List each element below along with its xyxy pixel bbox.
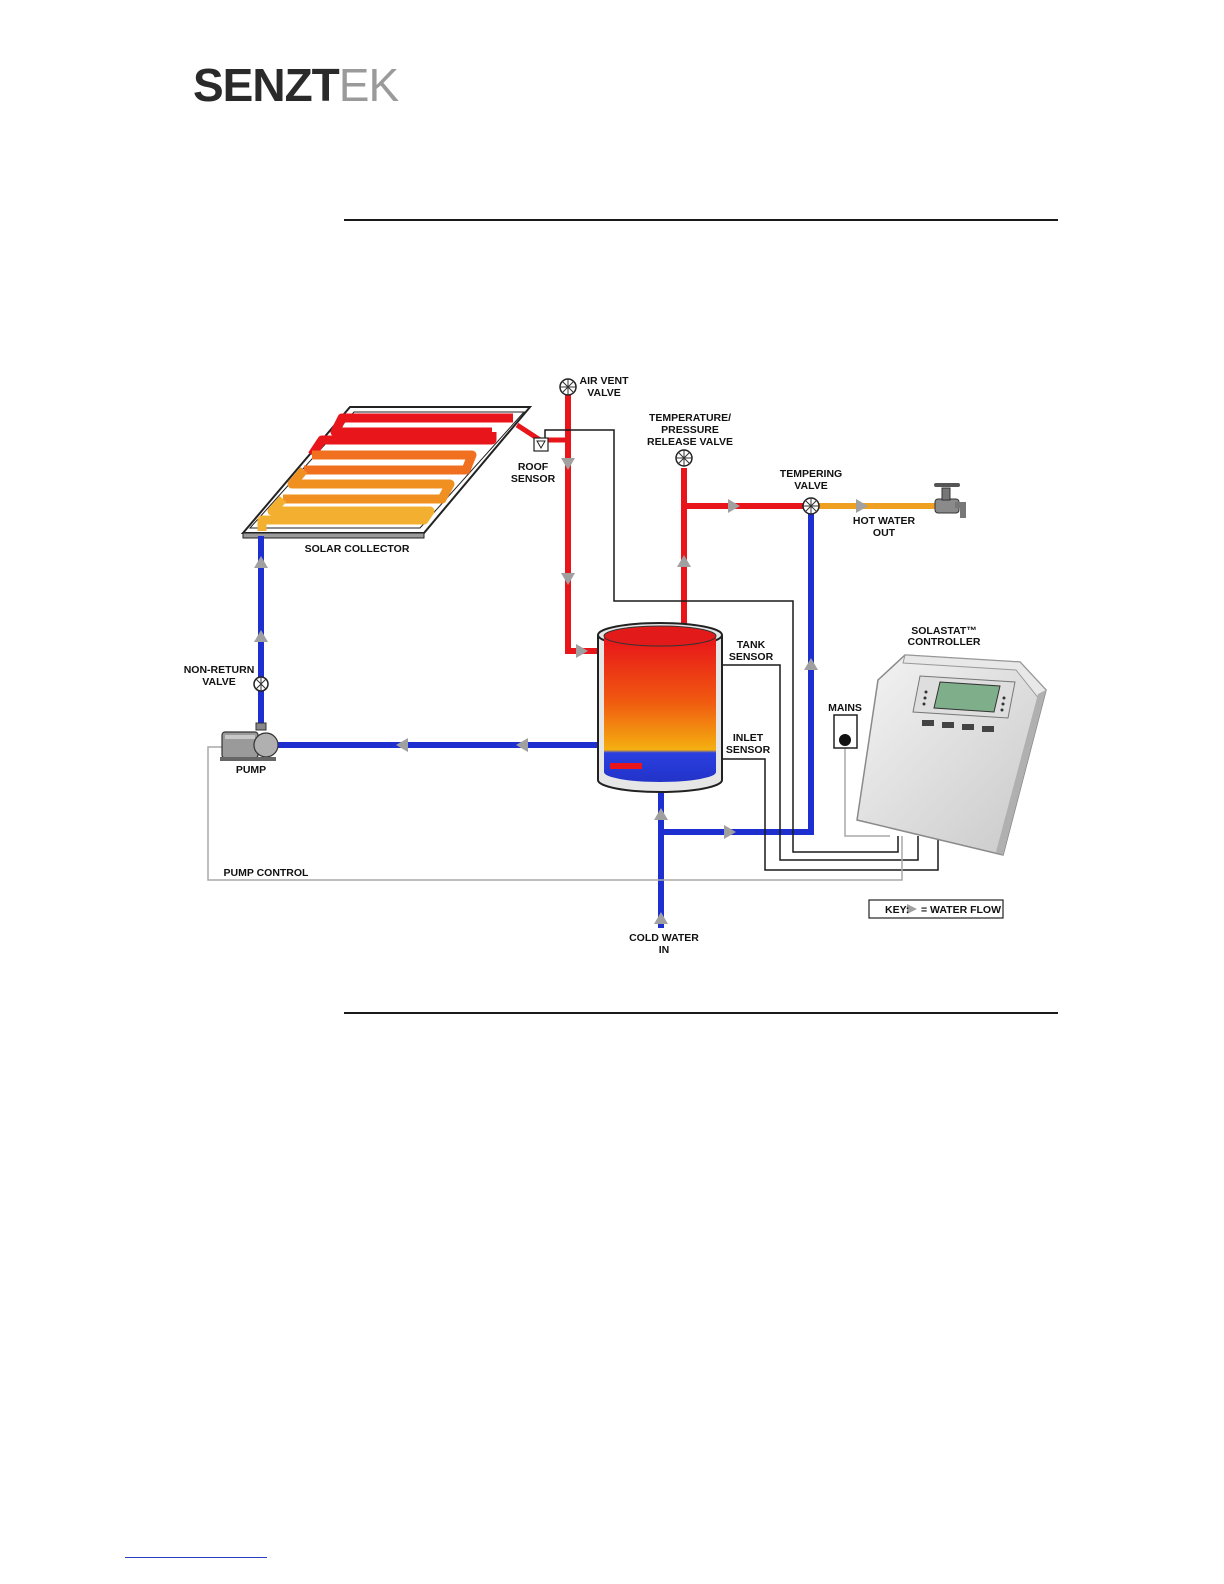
- flow-arrow: [254, 630, 268, 642]
- non-return-valve-symbol: [254, 677, 268, 691]
- flow-arrow: [724, 825, 736, 839]
- flow-arrow: [654, 808, 668, 820]
- label-cold-water-in: IN: [659, 944, 670, 956]
- hot-water-tap-icon: [935, 485, 963, 518]
- flow-arrow: [856, 499, 868, 513]
- label-non-return-valve: VALVE: [202, 676, 235, 688]
- hot-pipe-down-to-tank: [568, 395, 600, 651]
- footer-link-underline[interactable]: [125, 1557, 267, 1558]
- hot-water-tank: [598, 623, 722, 792]
- label-hot-water-out: HOT WATER: [853, 515, 916, 527]
- label-air-vent-valve: AIR VENT: [579, 375, 629, 387]
- pump-symbol: [220, 723, 278, 761]
- legend-key-suffix: = WATER FLOW: [921, 904, 1001, 916]
- solar-collector: [243, 407, 530, 538]
- label-pump-control: PUMP CONTROL: [224, 867, 310, 879]
- label-pressure-valve: RELEASE VALVE: [647, 436, 733, 448]
- flow-arrow: [728, 499, 740, 513]
- label-air-vent-valve: VALVE: [587, 387, 620, 399]
- flow-arrow: [576, 644, 588, 658]
- label-controller: CONTROLLER: [908, 636, 981, 648]
- flow-arrow: [654, 912, 668, 924]
- solastat-controller-device: [857, 655, 1046, 855]
- flow-arrow: [804, 658, 818, 670]
- label-pump: PUMP: [236, 764, 266, 776]
- label-pressure-valve: PRESSURE: [661, 424, 719, 436]
- pressure-release-valve-symbol: [676, 450, 692, 466]
- roof-sensor-symbol: [534, 438, 548, 451]
- label-inlet-sensor: SENSOR: [726, 744, 771, 756]
- label-non-return-valve: NON-RETURN: [184, 664, 255, 676]
- flow-arrow: [561, 573, 575, 585]
- flow-arrow: [516, 738, 528, 752]
- label-cold-water-in: COLD WATER: [629, 932, 699, 944]
- flow-arrow: [677, 555, 691, 567]
- label-pressure-valve: TEMPERATURE/: [649, 412, 731, 424]
- label-roof-sensor: ROOF: [518, 461, 549, 473]
- label-roof-sensor: SENSOR: [511, 473, 556, 485]
- mains-socket: [834, 715, 857, 748]
- legend-key-prefix: KEY:: [885, 904, 909, 916]
- tempering-valve-symbol: [803, 498, 819, 514]
- label-inlet-sensor: INLET: [733, 732, 764, 744]
- label-tank-sensor: TANK: [737, 639, 766, 651]
- legend-key: KEY: = WATER FLOW: [869, 900, 1003, 918]
- label-tempering-valve: VALVE: [794, 480, 827, 492]
- flow-arrow: [254, 556, 268, 568]
- label-tempering-valve: TEMPERING: [780, 468, 842, 480]
- label-tank-sensor: SENSOR: [729, 651, 774, 663]
- label-hot-water-out: OUT: [873, 527, 896, 539]
- flow-arrow: [396, 738, 408, 752]
- flow-arrow: [561, 458, 575, 470]
- air-vent-valve-symbol: [560, 379, 576, 395]
- label-solar-collector: SOLAR COLLECTOR: [305, 543, 410, 555]
- label-mains: MAINS: [828, 702, 862, 714]
